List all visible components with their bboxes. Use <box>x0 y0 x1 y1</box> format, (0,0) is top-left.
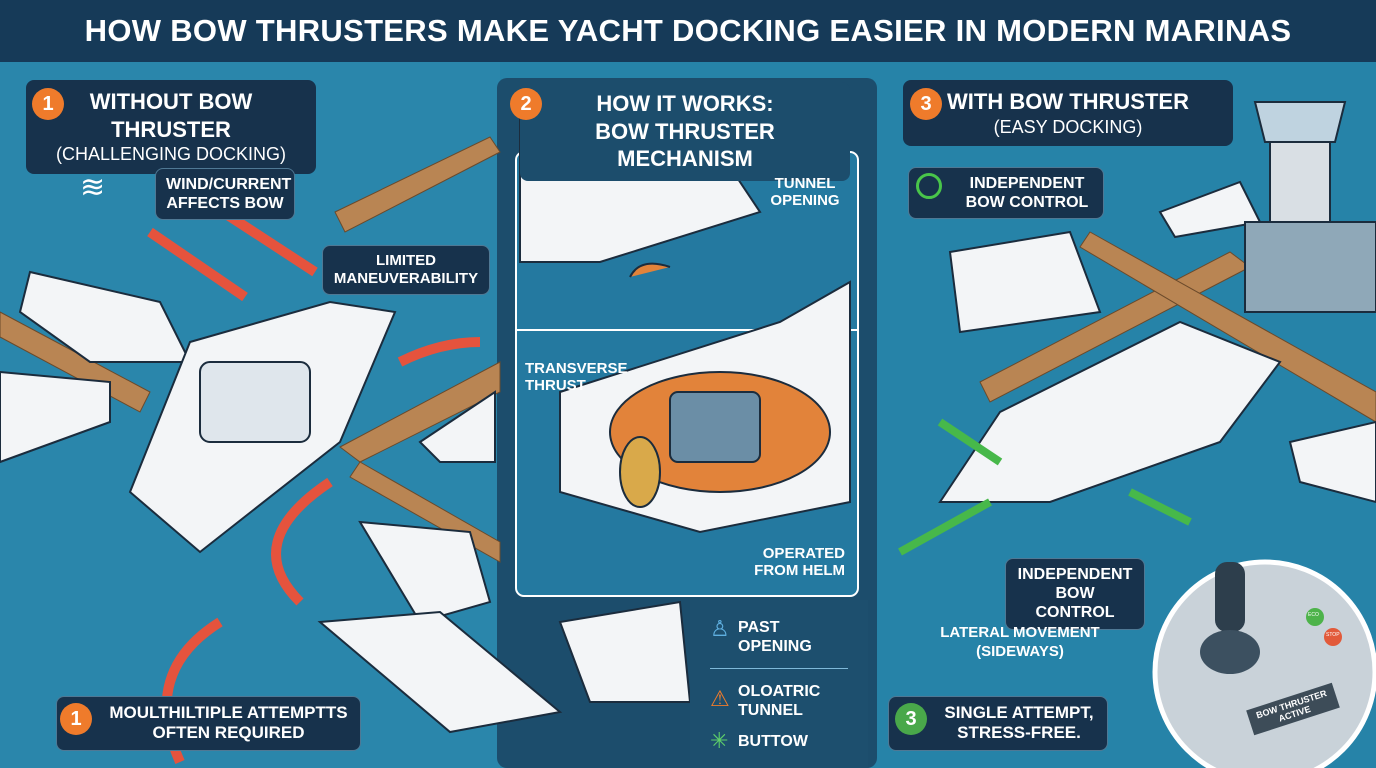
independent-bow-control-callout: INDEPENDENT BOW CONTROL <box>908 167 1104 220</box>
red-button <box>1324 628 1342 646</box>
wind-icon: ≋ <box>80 171 106 204</box>
independent-bow-control-callout-2: INDEPENDENT BOW CONTROL <box>1005 558 1145 630</box>
green-button <box>1306 608 1324 626</box>
panel-2-subtitle: BOW THRUSTER MECHANISM <box>595 118 775 172</box>
legend-item: BUTTOW <box>738 733 808 750</box>
footer-3-badge: 3 <box>895 703 927 735</box>
legend-item: OLOATRIC TUNNEL <box>738 683 821 720</box>
panel-2-heading: HOW IT WORKS: BOW THRUSTER MECHANISM <box>520 82 850 181</box>
panel-1-title: WITHOUT BOW THRUSTER <box>89 89 253 142</box>
transverse-thrust-callout: TRANSVERSE THRUST <box>525 360 628 394</box>
warning-icon: ⚠ <box>710 686 730 711</box>
legend-item: PAST OPENING <box>738 619 812 656</box>
panel-3-heading: WITH BOW THRUSTER (EASY DOCKING) <box>903 80 1233 146</box>
joystick-icon: ♙ <box>710 616 730 641</box>
lateral-movement-sublabel: (SIDEWAYS) <box>976 642 1064 660</box>
panel-3-subtitle: (EASY DOCKING) <box>993 116 1143 137</box>
limited-maneuverability-callout: LIMITED MANEUVERABILITY <box>322 245 490 295</box>
console-circle <box>1152 559 1376 768</box>
thruster-motor <box>609 262 831 508</box>
panel-2-title: HOW IT WORKS: <box>596 91 774 116</box>
wind-callout: WIND/CURRENT AFFECTS BOW <box>155 168 295 221</box>
legend: ♙ PAST OPENING ⚠ OLOATRIC TUNNEL ✳ BUTTO… <box>690 600 868 768</box>
operated-from-helm-callout: OPERATED FROM HELM <box>754 545 845 579</box>
panel-1-heading: WITHOUT BOW THRUSTER (CHALLENGING DOCKIN… <box>26 80 316 174</box>
sparkle-icon: ✳ <box>710 728 729 753</box>
step-2-badge: 2 <box>510 88 542 120</box>
joystick-icon <box>1215 562 1245 632</box>
title-bar: HOW BOW THRUSTERS MAKE YACHT DOCKING EAS… <box>0 0 1376 62</box>
footer-1-badge: 1 <box>60 703 92 735</box>
step-3-badge: 3 <box>910 88 942 120</box>
eco-button-label: ECO <box>1308 612 1319 618</box>
panel-1-subtitle: (CHALLENGING DOCKING) <box>55 144 287 164</box>
target-icon <box>916 173 942 199</box>
legend-divider <box>710 668 848 669</box>
stop-button-label: STOP <box>1326 632 1340 638</box>
green-arrows <box>898 418 1192 556</box>
control-tower <box>1244 101 1376 313</box>
page-title: HOW BOW THRUSTERS MAKE YACHT DOCKING EAS… <box>84 13 1292 48</box>
panel-3-title: WITH BOW THRUSTER <box>947 89 1189 114</box>
lateral-movement-callout: LATERAL MOVEMENT (SIDEWAYS) <box>930 624 1110 662</box>
tunnel-opening-callout: TUNNEL OPENING <box>770 175 840 209</box>
panel-1-footer: MOULTHILTIPLE ATTEMPTTS OFTEN REQUIRED <box>56 696 361 751</box>
lateral-movement-label: LATERAL MOVEMENT <box>940 624 1100 641</box>
step-1-badge: 1 <box>32 88 64 120</box>
